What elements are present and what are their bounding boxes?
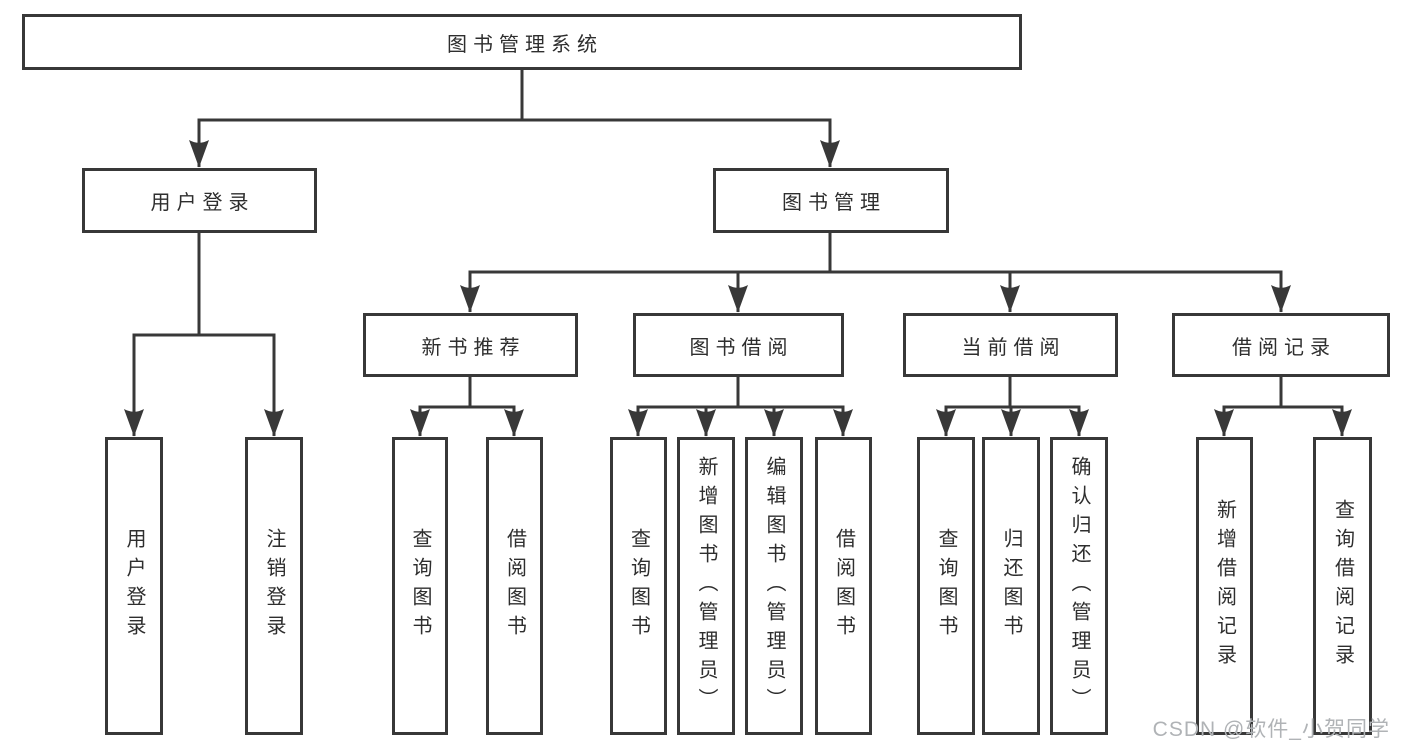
leaf-borrow-books-recommend: 借阅图书 bbox=[486, 437, 543, 735]
leaf-label: 查询图书 bbox=[409, 528, 431, 644]
leaf-add-books-admin: 新增图书（管理员） bbox=[677, 437, 735, 735]
csdn-watermark: CSDN @软件_小贺同学 bbox=[1152, 718, 1390, 741]
leaf-query-borrow-record: 查询借阅记录 bbox=[1313, 437, 1372, 735]
leaf-return-books: 归还图书 bbox=[982, 437, 1040, 735]
leaf-label: 编辑图书（管理员） bbox=[763, 455, 785, 717]
leaf-query-books-borrow: 查询图书 bbox=[610, 437, 667, 735]
leaf-label: 借阅图书 bbox=[503, 528, 526, 644]
leaf-label: 确认归还（管理员） bbox=[1068, 455, 1090, 717]
leaf-label: 归还图书 bbox=[1000, 528, 1022, 644]
node-book-management: 图书管理 bbox=[713, 168, 949, 233]
node-current-borrow: 当前借阅 bbox=[903, 313, 1118, 377]
leaf-label: 查询图书 bbox=[627, 528, 650, 644]
node-root-book-management-system: 图书管理系统 bbox=[22, 14, 1022, 70]
leaf-logout: 注销登录 bbox=[245, 437, 303, 735]
leaf-label: 借阅图书 bbox=[832, 528, 855, 644]
leaf-confirm-return-admin: 确认归还（管理员） bbox=[1050, 437, 1108, 735]
leaf-query-books-current: 查询图书 bbox=[917, 437, 975, 735]
leaf-label: 用户登录 bbox=[123, 528, 145, 644]
leaf-edit-books-admin: 编辑图书（管理员） bbox=[745, 437, 803, 735]
node-borrow-records: 借阅记录 bbox=[1172, 313, 1390, 377]
node-book-borrow: 图书借阅 bbox=[633, 313, 844, 377]
leaf-label: 注销登录 bbox=[263, 528, 285, 644]
leaf-borrow-books: 借阅图书 bbox=[815, 437, 872, 735]
leaf-label: 新增图书（管理员） bbox=[695, 455, 717, 717]
leaf-user-login: 用户登录 bbox=[105, 437, 163, 735]
leaf-add-borrow-record: 新增借阅记录 bbox=[1196, 437, 1253, 735]
node-user-login: 用户登录 bbox=[82, 168, 317, 233]
leaf-label: 新增借阅记录 bbox=[1213, 499, 1236, 673]
leaf-label: 查询借阅记录 bbox=[1331, 499, 1354, 673]
leaf-label: 查询图书 bbox=[935, 528, 957, 644]
node-new-book-recommend: 新书推荐 bbox=[363, 313, 578, 377]
leaf-query-books-recommend: 查询图书 bbox=[392, 437, 448, 735]
